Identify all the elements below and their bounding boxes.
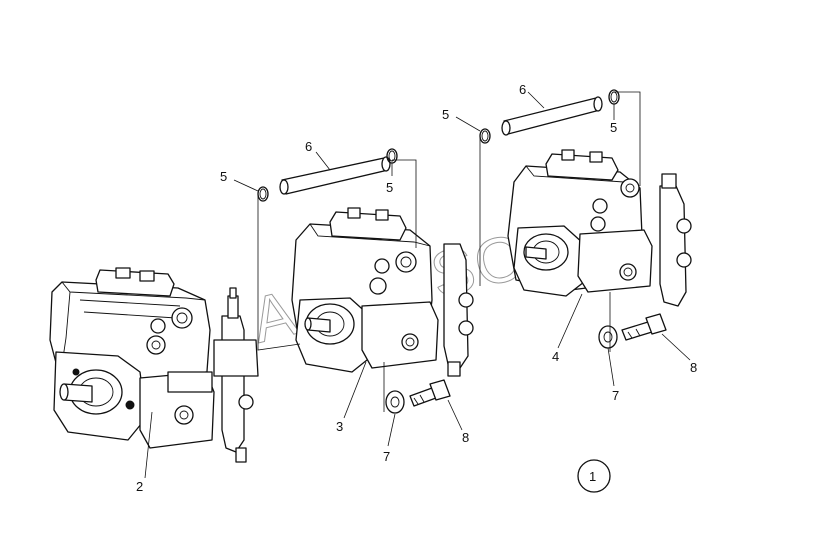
callout-leaders — [144, 91, 691, 479]
washer-7-left — [385, 390, 405, 414]
o-ring-5-left-pair-a — [257, 186, 269, 202]
callout-2: 2 — [136, 479, 143, 494]
o-ring-5-left-pair-b — [386, 148, 398, 164]
tube-6-right — [501, 96, 603, 136]
callout-1: 1 — [589, 469, 596, 484]
badge-circle — [577, 459, 611, 493]
callout-7: 7 — [612, 388, 619, 403]
callout-labels: 5 6 5 5 6 5 2 3 4 7 7 8 8 — [136, 82, 697, 494]
callout-8: 8 — [462, 430, 469, 445]
callout-4: 4 — [552, 349, 559, 364]
callout-5: 5 — [442, 107, 449, 122]
callout-5: 5 — [610, 120, 617, 135]
bolt-8-right — [621, 313, 667, 341]
tube-6-left — [279, 156, 391, 195]
pump-assembly-4 — [507, 149, 692, 307]
callout-5: 5 — [386, 180, 393, 195]
pump-assembly-3 — [291, 207, 474, 377]
assembly-number-badge: 1 — [577, 459, 611, 493]
callout-3: 3 — [336, 419, 343, 434]
bolt-8-left — [409, 379, 451, 407]
assembly-guide-lines — [257, 91, 641, 412]
washer-7-right — [598, 325, 618, 349]
pump-assembly-2 — [49, 267, 259, 463]
callout-5: 5 — [220, 169, 227, 184]
callout-6: 6 — [519, 82, 526, 97]
callout-6: 6 — [305, 139, 312, 154]
callout-8: 8 — [690, 360, 697, 375]
callout-7: 7 — [383, 449, 390, 464]
o-ring-5-right-pair-a — [479, 128, 491, 144]
